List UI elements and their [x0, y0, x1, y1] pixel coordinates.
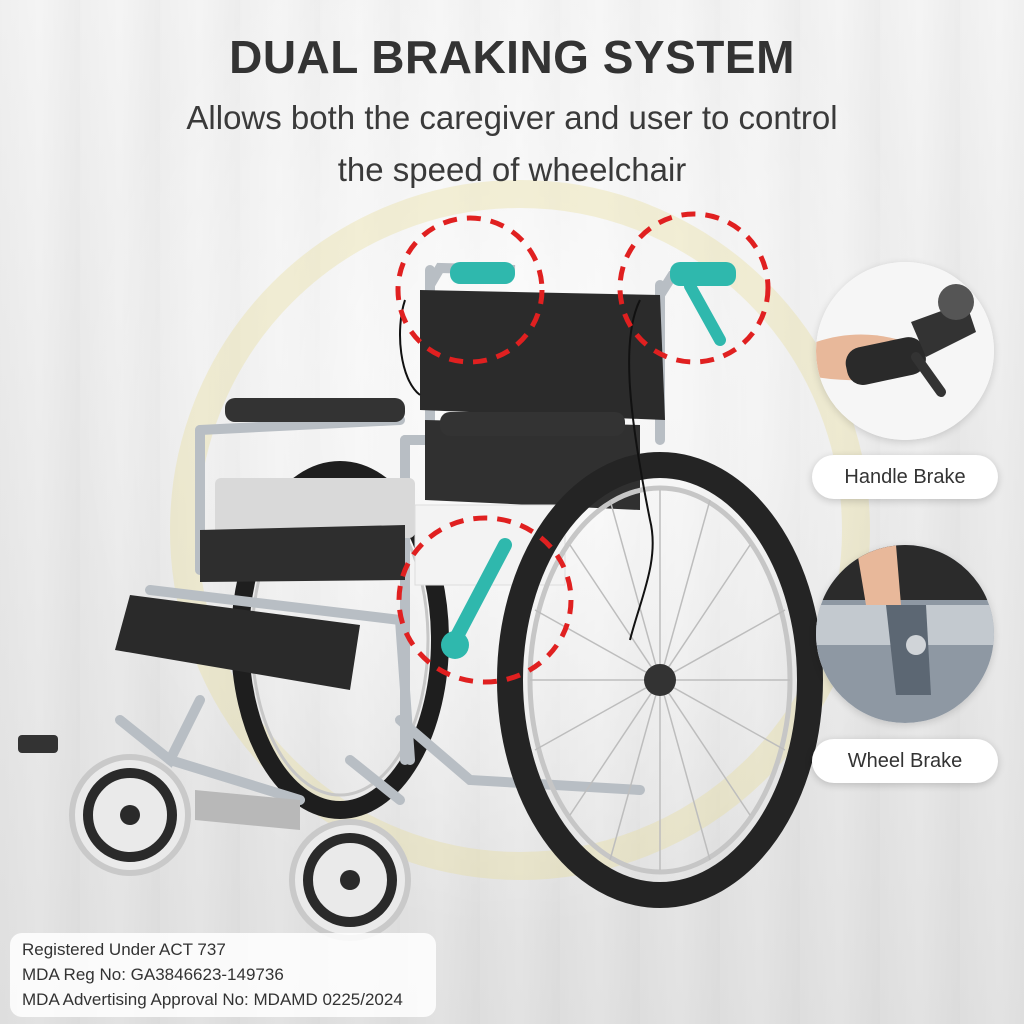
footrest-end-cap — [18, 735, 58, 753]
front-caster-left — [69, 754, 191, 876]
highlight-ring-handle-right — [617, 211, 771, 365]
page-title: DUAL BRAKING SYSTEM — [229, 31, 795, 83]
registration-line-3: MDA Advertising Approval No: MDAMD 0225/… — [22, 990, 403, 1009]
handle-brake-thumbnail — [816, 262, 994, 440]
wheel-brake-lever — [441, 538, 512, 659]
hand-pushing-wheel-lock-icon — [816, 545, 994, 723]
wheel-brake-thumbnail — [816, 545, 994, 723]
registration-line-1: Registered Under ACT 737 — [22, 940, 226, 959]
subtitle-line-1: Allows both the caregiver and user to co… — [186, 99, 838, 136]
registration-line-2: MDA Reg No: GA3846623-149736 — [22, 965, 284, 984]
page-subtitle: Allows both the caregiver and user to co… — [150, 92, 874, 196]
brake-cable-right — [628, 299, 654, 641]
highlight-ring-wheel-brake — [396, 515, 574, 685]
handle-brake-left — [425, 262, 516, 288]
armrest-left — [225, 398, 405, 422]
backrest — [420, 290, 665, 420]
commode-pan — [215, 478, 415, 538]
handle-brake-right — [655, 262, 736, 346]
wheel-brake-label: Wheel Brake — [812, 739, 998, 783]
rear-right-wheel — [497, 452, 823, 908]
leg-rest — [115, 595, 360, 690]
hand-gripping-brake-lever-icon — [816, 262, 994, 440]
highlight-ring-handle-left — [395, 215, 545, 365]
subtitle-line-2: the speed of wheelchair — [337, 151, 687, 188]
front-caster-right — [289, 819, 411, 941]
footplate — [195, 790, 300, 830]
handle-brake-label: Handle Brake — [812, 455, 998, 499]
seat-cushion — [200, 525, 405, 582]
registration-info: Registered Under ACT 737 MDA Reg No: GA3… — [10, 933, 436, 1017]
armrest-right — [440, 412, 625, 436]
